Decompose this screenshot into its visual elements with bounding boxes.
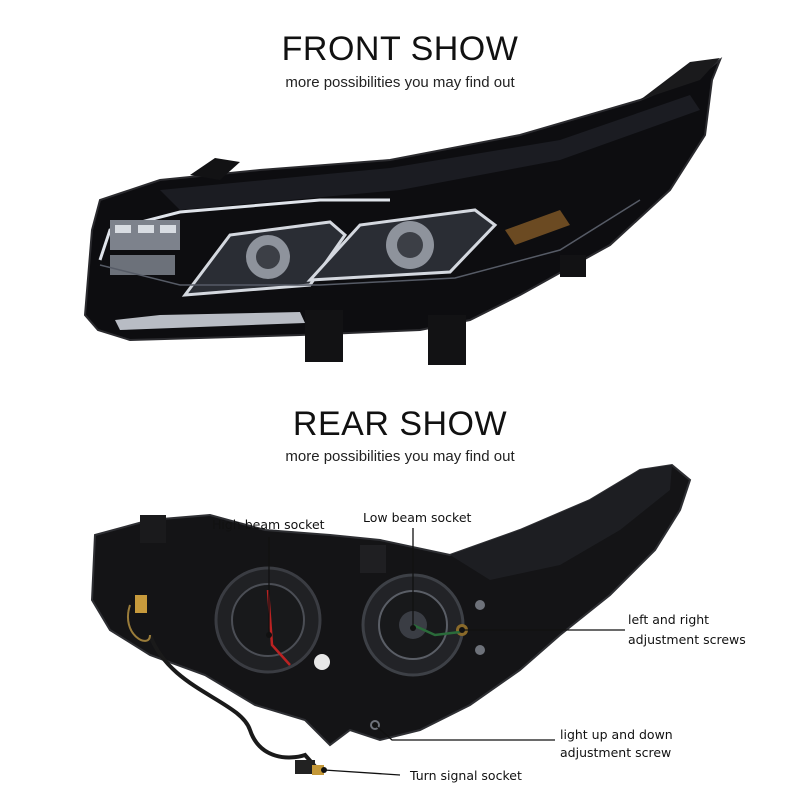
lr-adjust-label-1: left and right bbox=[628, 612, 710, 627]
lr-adjust-label-2: adjustment screws bbox=[628, 632, 746, 647]
mount-tab bbox=[428, 315, 466, 365]
front-subtitle: more possibilities you may find out bbox=[285, 74, 515, 91]
front-title: FRONT SHOW bbox=[281, 30, 519, 68]
turn-signal-wire bbox=[148, 634, 322, 774]
leader-ud-screw bbox=[374, 724, 555, 741]
high-beam-label: High beam socket bbox=[212, 517, 325, 532]
rear-subtitle: more possibilities you may find out bbox=[285, 448, 515, 465]
wire-green bbox=[412, 623, 461, 637]
low-beam-label: Low beam socket bbox=[363, 510, 472, 525]
drl-strip bbox=[98, 198, 390, 261]
turn-signal-label: Turn signal socket bbox=[410, 768, 522, 783]
front-headlight-image bbox=[83, 57, 723, 365]
rear-title: REAR SHOW bbox=[292, 405, 508, 443]
leader-turn-signal bbox=[323, 769, 401, 776]
ud-adjust-label-2: adjustment screw bbox=[560, 745, 672, 760]
ud-adjust-label-1: light up and down bbox=[560, 727, 673, 742]
rear-headlight-image bbox=[90, 463, 692, 776]
mount-tab bbox=[305, 310, 343, 362]
